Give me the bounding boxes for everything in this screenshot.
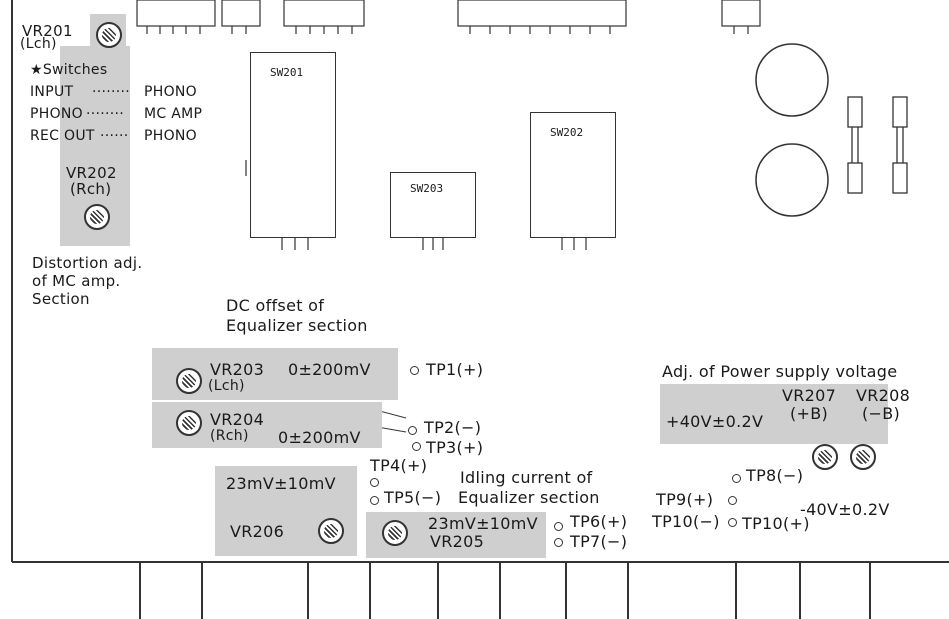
power-negative-value: -40V±0.2V bbox=[800, 500, 890, 519]
switches-title: ★Switches bbox=[30, 62, 108, 78]
distortion-line-1: Distortion adj. bbox=[32, 254, 143, 272]
tp3-dot bbox=[412, 442, 421, 451]
vr202-trimpot-icon bbox=[84, 204, 110, 230]
vr206-value: 23mV±10mV bbox=[226, 474, 336, 493]
vr204-channel: (Rch) bbox=[210, 428, 249, 444]
vr208-sub: (−B) bbox=[862, 404, 901, 423]
vr202-channel: (Rch) bbox=[70, 180, 112, 198]
sw202-block bbox=[530, 112, 616, 238]
tp8-dot bbox=[732, 474, 741, 483]
vr208-trimpot-icon bbox=[850, 444, 876, 470]
vr203-value: 0±200mV bbox=[288, 360, 371, 379]
idling-title-2: Equalizer section bbox=[458, 488, 600, 507]
power-shade bbox=[660, 384, 888, 444]
distortion-line-2: of MC amp. bbox=[32, 272, 121, 290]
vr206-label: VR206 bbox=[230, 522, 285, 541]
tp8-label: TP8(−) bbox=[746, 466, 804, 485]
switch-row-dots: ········ bbox=[92, 84, 131, 100]
tp2-dot bbox=[408, 426, 417, 435]
tp10-neg-label: TP10(−) bbox=[652, 512, 720, 531]
switch-row-value: PHONO bbox=[144, 84, 197, 100]
vr207-label: VR207 bbox=[782, 386, 837, 405]
distortion-line-3: Section bbox=[32, 290, 90, 308]
power-supply-title: Adj. of Power supply voltage bbox=[662, 362, 898, 381]
vr207-sub: (+B) bbox=[790, 404, 829, 423]
vr201-trimpot-icon bbox=[96, 22, 122, 48]
sw201-label: SW201 bbox=[270, 66, 304, 79]
vr202-label: VR202 bbox=[66, 164, 117, 182]
vr204-label: VR204 bbox=[210, 410, 265, 429]
sw201-block bbox=[250, 52, 336, 238]
tp10-neg-dot bbox=[728, 518, 737, 527]
tp5-label: TP5(−) bbox=[384, 488, 442, 507]
tp7-dot bbox=[554, 538, 563, 547]
switch-row-value: MC AMP bbox=[144, 106, 203, 122]
vr203-label: VR203 bbox=[210, 360, 265, 379]
vr205-label: VR205 bbox=[430, 532, 485, 551]
tp5-dot bbox=[370, 496, 379, 505]
switch-row-name: INPUT bbox=[30, 84, 74, 100]
sw203-block bbox=[390, 172, 476, 238]
switch-row-dots: ········ bbox=[86, 106, 125, 122]
tp6-dot bbox=[554, 522, 563, 531]
vr206-trimpot-icon bbox=[318, 518, 344, 544]
vr203-trimpot-icon bbox=[176, 368, 202, 394]
dc-offset-title-1: DC offset of bbox=[226, 296, 325, 315]
sw202-label: SW202 bbox=[550, 126, 584, 139]
tp4-dot bbox=[370, 478, 379, 487]
vr205-value: 23mV±10mV bbox=[428, 514, 538, 533]
tp9-dot bbox=[728, 496, 737, 505]
vr208-label: VR208 bbox=[856, 386, 911, 405]
tp9-label: TP9(+) bbox=[656, 490, 714, 509]
tp1-dot bbox=[410, 366, 419, 375]
switch-row-value: PHONO bbox=[144, 128, 197, 144]
tp10-pos-label: TP10(+) bbox=[742, 514, 810, 533]
vr205-trimpot-icon bbox=[382, 520, 408, 546]
tp3-label: TP3(+) bbox=[426, 438, 484, 457]
vr201-label: VR201 bbox=[22, 22, 73, 40]
power-positive-value: +40V±0.2V bbox=[666, 412, 764, 431]
vr204-trimpot-icon bbox=[176, 410, 202, 436]
switch-row-name: PHONO bbox=[30, 106, 83, 122]
vr204-value: 0±200mV bbox=[278, 428, 361, 447]
vr203-channel: (Lch) bbox=[208, 378, 245, 394]
tp6-label: TP6(+) bbox=[570, 512, 628, 531]
tp1-label: TP1(+) bbox=[426, 360, 484, 379]
dc-offset-title-2: Equalizer section bbox=[226, 316, 368, 335]
switch-row-name: REC OUT bbox=[30, 128, 95, 144]
idling-title-1: Idling current of bbox=[460, 468, 593, 487]
tp2-label: TP2(−) bbox=[424, 418, 482, 437]
vr201-channel: (Lch) bbox=[20, 36, 57, 52]
tp4-label: TP4(+) bbox=[370, 456, 428, 475]
vr207-trimpot-icon bbox=[812, 444, 838, 470]
tp7-label: TP7(−) bbox=[570, 532, 628, 551]
switch-row-dots: ······ bbox=[100, 128, 129, 144]
sw203-label: SW203 bbox=[410, 182, 444, 195]
